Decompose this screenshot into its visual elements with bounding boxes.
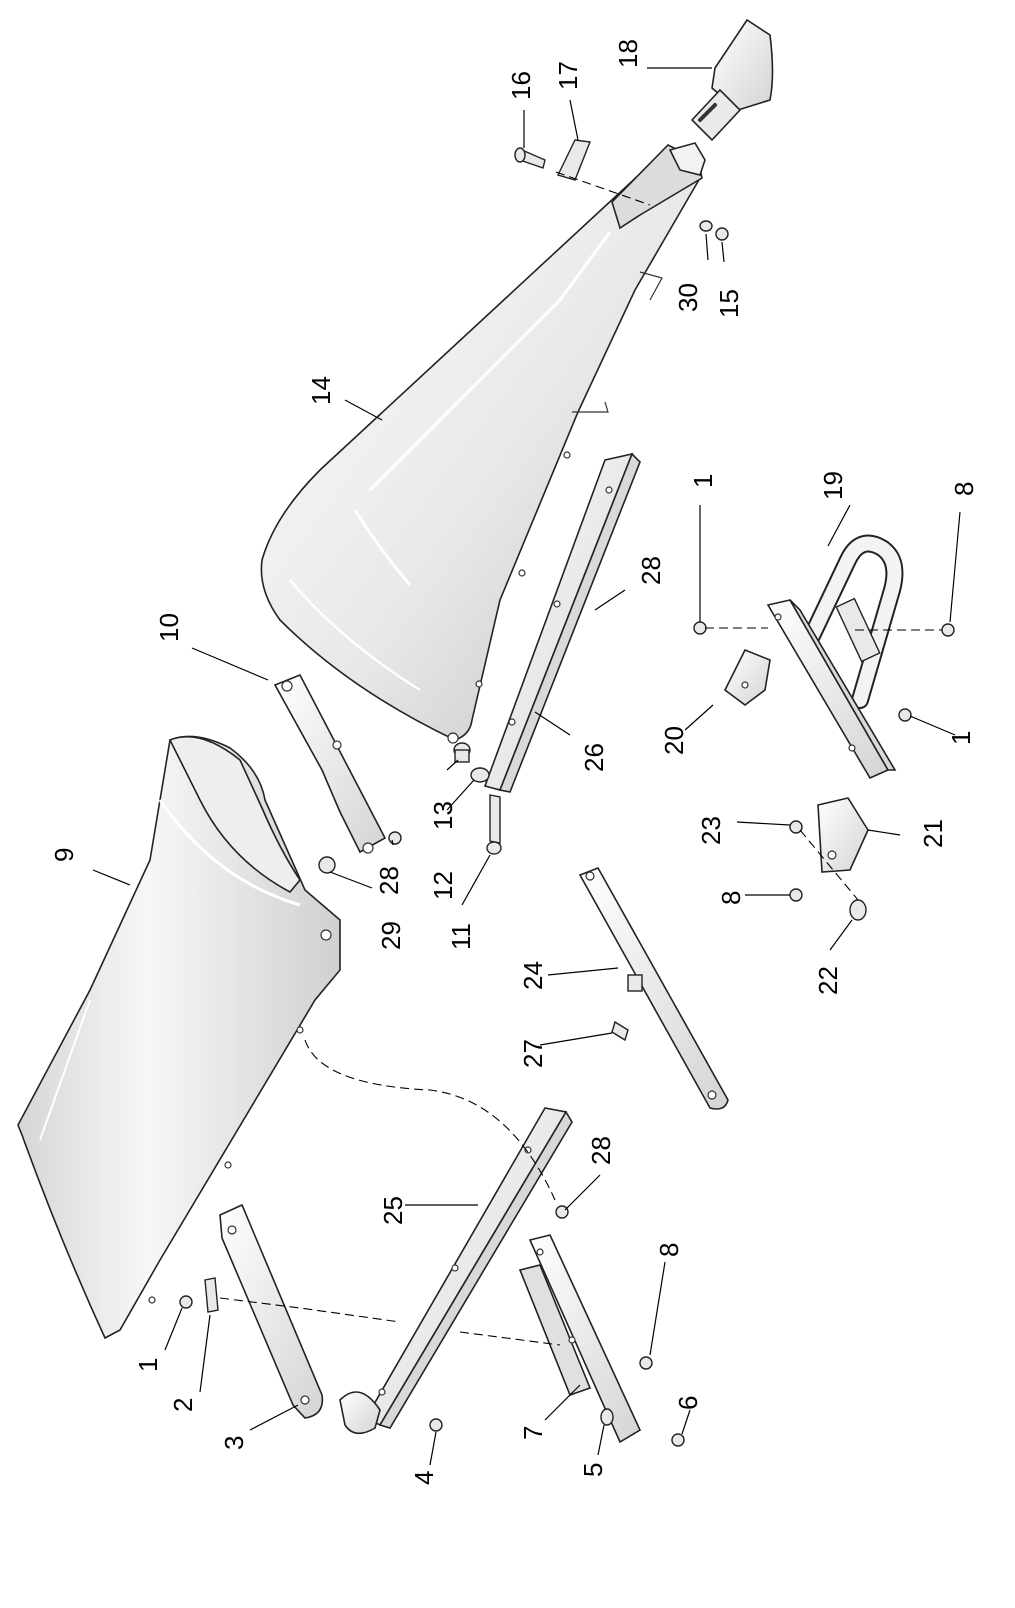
callout-label: 25	[378, 1196, 408, 1225]
nut	[693, 621, 707, 635]
nut	[318, 856, 336, 874]
callout-label: 8	[949, 482, 979, 496]
callout-label: 28	[586, 1136, 616, 1165]
leader-lines	[92, 67, 961, 1466]
screw	[388, 831, 402, 845]
callout-labels: 1 2 3 4 5 6 7 8 9 10 11 12 13 14 15 16 1…	[49, 39, 979, 1485]
pin	[514, 147, 546, 169]
nut	[671, 1433, 685, 1447]
callout-label: 10	[154, 613, 184, 642]
callout-label: 3	[219, 1436, 249, 1450]
callout-label: 1	[133, 1358, 163, 1372]
chute	[260, 142, 706, 744]
washer	[470, 767, 490, 783]
callout-label: 12	[428, 871, 458, 900]
callout-label: 27	[518, 1039, 548, 1068]
callout-label: 17	[553, 61, 583, 90]
bolt	[600, 1408, 614, 1426]
callout-label: 2	[168, 1398, 198, 1412]
bar-bracket	[273, 673, 387, 854]
left-rail	[518, 1234, 642, 1444]
callout-label: 20	[659, 726, 689, 755]
bolt	[486, 794, 502, 855]
screw	[941, 623, 955, 637]
clip	[557, 139, 591, 181]
cover	[17, 735, 341, 1340]
screw	[555, 1205, 569, 1219]
spacer	[453, 742, 471, 763]
hinge-bracket	[817, 797, 869, 873]
mount-bracket	[723, 648, 771, 706]
center-rail	[339, 1107, 573, 1435]
callout-label: 8	[654, 1243, 684, 1257]
callout-label: 15	[714, 289, 744, 318]
callout-label: 16	[506, 71, 536, 100]
callout-label: 22	[813, 966, 843, 995]
callout-label: 28	[636, 556, 666, 585]
screw	[429, 1418, 443, 1432]
callout-label: 5	[578, 1463, 608, 1477]
callout-label: 11	[446, 923, 476, 950]
pin-lever	[578, 867, 729, 1110]
callout-label: 14	[306, 376, 336, 405]
callout-label: 19	[818, 471, 848, 500]
washer	[699, 220, 713, 232]
callout-label: 24	[518, 961, 548, 990]
callout-label: 8	[716, 891, 746, 905]
callout-label: 13	[428, 801, 458, 830]
clip	[204, 1277, 219, 1313]
callout-label: 23	[696, 816, 726, 845]
right-rail	[483, 452, 641, 793]
callout-label: 26	[579, 743, 609, 772]
screw	[789, 888, 803, 902]
chute-tip	[690, 18, 774, 142]
nut	[789, 820, 803, 834]
callout-label: 29	[376, 921, 406, 950]
frame-bracket	[766, 599, 897, 780]
callout-label: 7	[518, 1426, 548, 1440]
callout-label: 4	[409, 1471, 439, 1485]
screw	[639, 1356, 653, 1370]
callout-label: 6	[673, 1396, 703, 1410]
callout-label: 21	[918, 819, 948, 848]
bolt	[849, 899, 867, 921]
hinge-plate	[219, 1203, 324, 1419]
alignment-lines	[219, 171, 942, 1346]
callout-label: 18	[613, 39, 643, 68]
nut	[715, 227, 729, 241]
nut	[179, 1295, 193, 1309]
callout-label: 9	[49, 848, 79, 862]
callout-label: 30	[673, 283, 703, 312]
cotter-pin	[611, 1020, 629, 1042]
nut	[898, 708, 912, 722]
callout-label: 28	[374, 866, 404, 895]
callout-label: 1	[688, 474, 718, 488]
callout-label: 1	[946, 731, 976, 745]
